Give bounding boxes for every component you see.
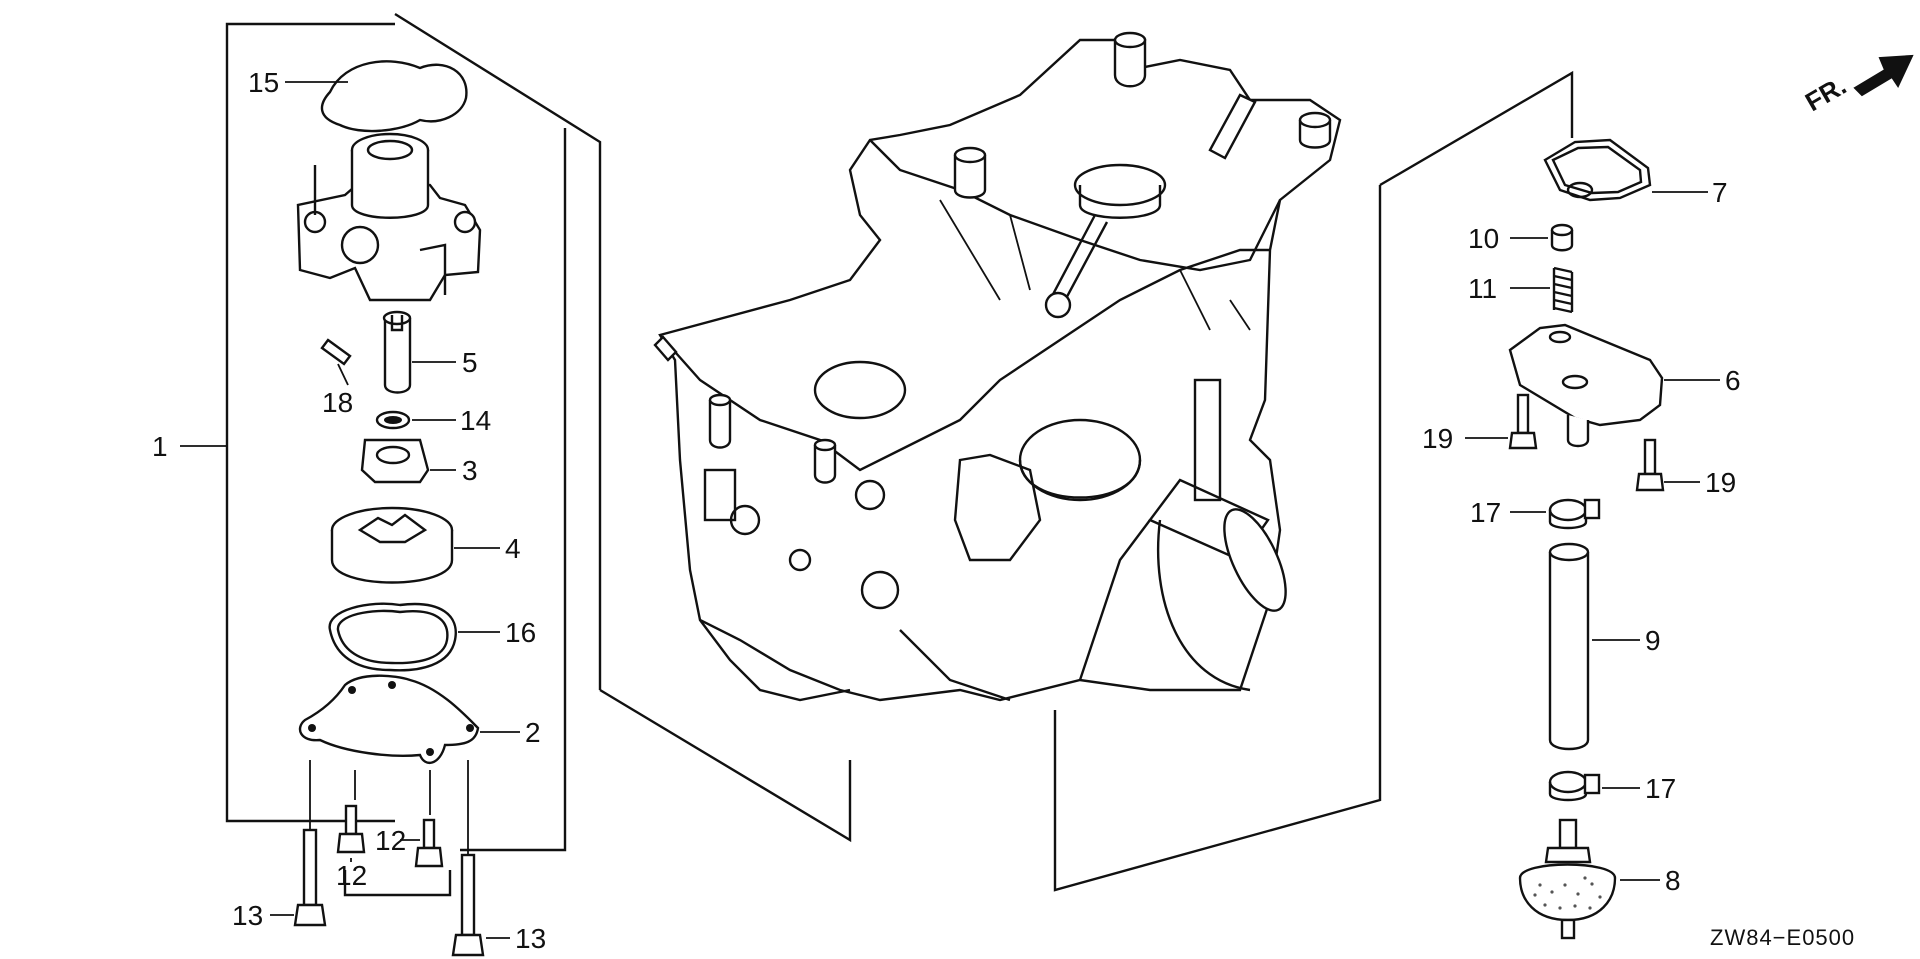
callout-14: 14 bbox=[460, 405, 491, 436]
callout-13a: 13 bbox=[232, 900, 263, 931]
engine-block bbox=[653, 31, 1342, 702]
fuel-pump-assembly bbox=[1053, 70, 1720, 940]
callout-4: 4 bbox=[505, 533, 521, 564]
callout-18: 18 bbox=[322, 387, 353, 418]
gasket-7 bbox=[1543, 138, 1708, 202]
callout-13b: 13 bbox=[515, 923, 546, 954]
clip-17b bbox=[1548, 770, 1640, 802]
hose-9 bbox=[1548, 542, 1640, 751]
callout-16: 16 bbox=[505, 617, 536, 648]
callout-17b: 17 bbox=[1645, 773, 1676, 804]
cap-10 bbox=[1510, 223, 1574, 252]
diagram-code: ZW84−E0500 bbox=[1710, 925, 1855, 950]
callout-12b: 12 bbox=[336, 860, 367, 891]
spring-11 bbox=[1510, 266, 1574, 314]
oil-pump-assembly bbox=[180, 12, 852, 957]
pump-cover-2 bbox=[298, 674, 520, 765]
callout-19a: 19 bbox=[1422, 423, 1453, 454]
bolt-19b bbox=[1635, 438, 1700, 492]
callout-8: 8 bbox=[1665, 865, 1681, 896]
callout-19b: 19 bbox=[1705, 467, 1736, 498]
callout-12a: 12 bbox=[375, 825, 406, 856]
pump-shaft-5 bbox=[382, 310, 456, 394]
seal-14 bbox=[375, 410, 456, 430]
bolt-12b bbox=[400, 818, 444, 868]
fuel-pump-body-6 bbox=[1508, 323, 1720, 448]
callout-1: 1 bbox=[152, 431, 168, 462]
clip-17a bbox=[1510, 498, 1601, 530]
bolt-19a bbox=[1465, 393, 1538, 450]
o-ring-16 bbox=[328, 602, 500, 672]
callout-6: 6 bbox=[1725, 365, 1741, 396]
pump-gasket-15 bbox=[320, 60, 468, 133]
callout-5: 5 bbox=[462, 347, 478, 378]
front-direction-label: FR. bbox=[1800, 70, 1851, 117]
callout-17a: 17 bbox=[1470, 497, 1501, 528]
callout-10: 10 bbox=[1468, 223, 1499, 254]
callout-11: 11 bbox=[1468, 273, 1497, 304]
callout-labels: 1 2 3 4 5 6 7 8 9 10 11 12 12 13 13 14 1… bbox=[152, 67, 1741, 954]
callout-2: 2 bbox=[525, 717, 541, 748]
outer-rotor-4 bbox=[330, 506, 500, 584]
callout-9: 9 bbox=[1645, 625, 1661, 656]
fuel-filter-8 bbox=[1518, 818, 1660, 940]
callout-7: 7 bbox=[1712, 177, 1728, 208]
bolt-13b bbox=[451, 853, 510, 957]
pump-body bbox=[296, 132, 482, 302]
oil-filter bbox=[1148, 478, 1287, 692]
front-direction-indicator: FR. bbox=[1800, 54, 1914, 117]
front-arrow-icon bbox=[1853, 54, 1914, 97]
pin-18 bbox=[320, 338, 352, 366]
bolt-13a bbox=[270, 828, 327, 927]
inner-rotor-3 bbox=[360, 438, 456, 484]
callout-3: 3 bbox=[462, 455, 478, 486]
callout-15: 15 bbox=[248, 67, 279, 98]
bolt-12a bbox=[336, 804, 366, 862]
